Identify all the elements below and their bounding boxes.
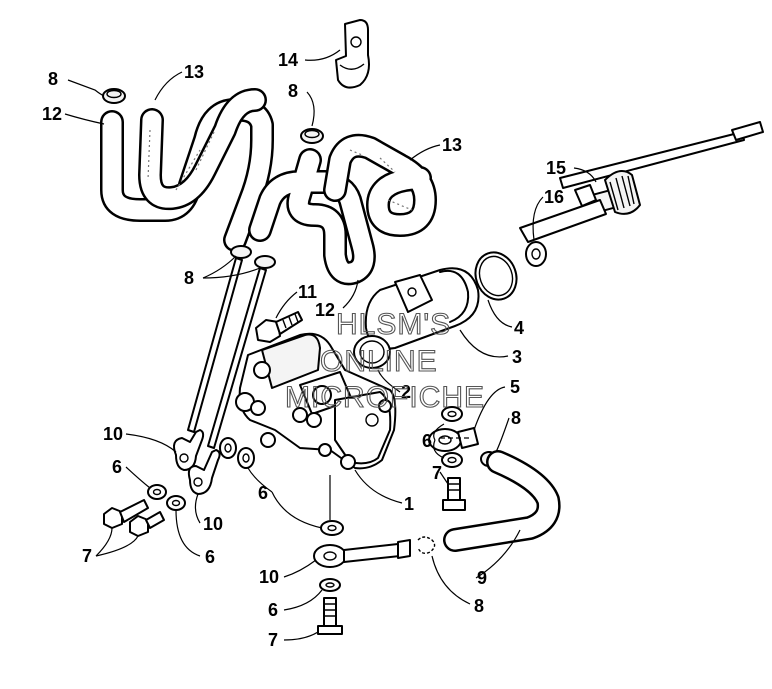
banjo-10-lower (187, 449, 221, 495)
hose-13-right (323, 133, 437, 237)
hose-12-center (248, 148, 376, 286)
callout-2: 2 (401, 382, 411, 402)
callout-10: 10 (259, 567, 279, 587)
bolt-7-bottom (317, 597, 343, 635)
callout-15: 15 (546, 158, 566, 178)
callout-1: 1 (404, 494, 414, 514)
callout-12: 12 (315, 300, 335, 320)
callout-13: 13 (442, 135, 462, 155)
fuel-lines (187, 257, 267, 449)
callout-3: 3 (512, 347, 522, 367)
washers-6-right (441, 406, 463, 468)
washer-6-lower-bottom (319, 578, 341, 592)
callout-7: 7 (268, 630, 278, 650)
bolt-7-right (442, 477, 466, 511)
callout-7: 7 (432, 463, 442, 483)
callout-13: 13 (184, 62, 204, 82)
washers-6-left (147, 484, 186, 511)
callout-12: 12 (42, 104, 62, 124)
hose-9 (443, 450, 561, 552)
callout-6: 6 (205, 547, 215, 567)
washers-6-center (219, 437, 255, 469)
callout-10: 10 (203, 514, 223, 534)
callout-8: 8 (288, 81, 298, 101)
watermark-line-3: MICROFICHE (285, 381, 485, 414)
banjo-5 (428, 427, 479, 452)
oil-pump-1 (235, 332, 397, 470)
watermark-line-2: ONLINE (320, 345, 438, 378)
callout-5: 5 (510, 377, 520, 397)
clamp-8-top-left (102, 88, 126, 104)
hose-12-left (100, 97, 274, 252)
gasket-2 (353, 335, 391, 369)
clamp-8-bottom (417, 536, 436, 555)
watermark-line-1: HLSM'S (336, 308, 451, 341)
callout-10: 10 (103, 424, 123, 444)
o-ring-4 (474, 251, 518, 301)
callout-16: 16 (544, 187, 564, 207)
housing-3 (364, 267, 480, 350)
callout-6: 6 (268, 600, 278, 620)
callout-4: 4 (514, 318, 524, 338)
callout-14: 14 (278, 50, 298, 70)
banjo-10-bottom (313, 539, 411, 568)
watermark: HLSM'S ONLINE MICROFICHE (284, 307, 485, 414)
washer-16 (525, 241, 547, 267)
callout-labels: 8 12 13 14 8 13 15 16 8 11 12 4 3 2 5 8 … (42, 50, 566, 650)
callout-6: 6 (422, 431, 432, 451)
leader-lines (64, 49, 597, 641)
callout-9: 9 (477, 568, 487, 588)
callout-8: 8 (511, 408, 521, 428)
callout-7: 7 (82, 546, 92, 566)
callout-8: 8 (474, 596, 484, 616)
banjo-10-upper (173, 429, 205, 471)
clamp-8-top-center (300, 128, 324, 144)
washer-6-lower-upper (320, 520, 344, 536)
callout-8: 8 (48, 69, 58, 89)
clamp-14 (335, 19, 370, 89)
callout-8: 8 (184, 268, 194, 288)
bolts-7-left (103, 499, 165, 537)
hose-13-left (138, 88, 267, 211)
speedo-cable-15 (519, 121, 764, 243)
clamp-8-pair (230, 245, 276, 269)
callout-6: 6 (258, 483, 268, 503)
bolt-11 (255, 311, 303, 343)
callout-6: 6 (112, 457, 122, 477)
callout-11: 11 (298, 282, 317, 302)
